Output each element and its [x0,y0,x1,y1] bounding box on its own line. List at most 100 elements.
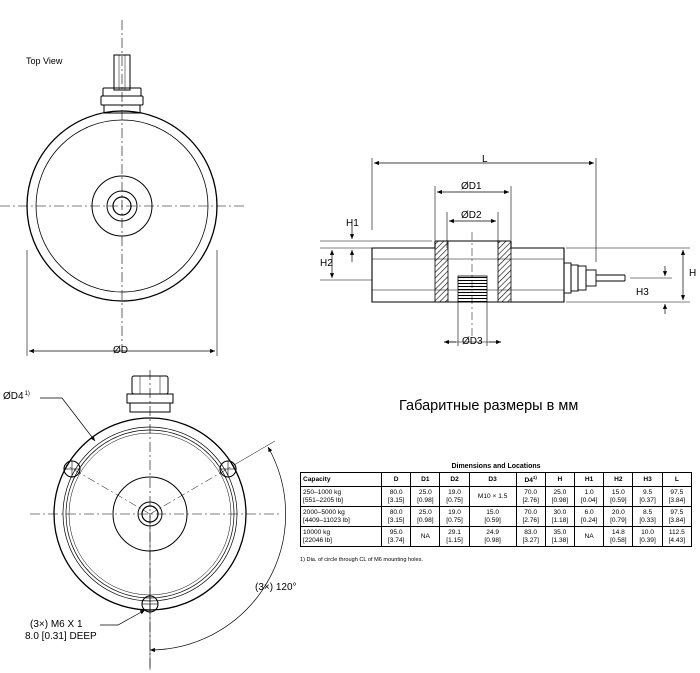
cell-line: [0.98] [484,536,501,544]
cell-line: M10 × 1.5 [477,492,508,500]
cell-line: [22046 lb] [303,536,332,544]
cell-line: [2.76] [522,496,539,504]
cell-line: [551–2205 lb] [303,496,343,504]
cell-d3: M10 × 1.5 [468,486,517,508]
header-d1: D1 [410,471,441,488]
cell-d2: 29.1[1.15] [439,526,470,548]
cell-line: [3.27] [522,536,539,544]
cell-line: [3.15] [387,496,405,504]
cell-line: 20.0 [611,508,625,516]
mounting-hole-left [63,460,81,478]
cell-h1: 6.0[0.24] [574,506,605,528]
od4-text: ØD4 [3,391,24,402]
cell-line: [0.75] [446,516,463,524]
cell-line: 2000–5000 kg [303,508,345,516]
cell-d: 95.0[3.74] [380,526,412,548]
cell-h2: 15.0[0.59] [603,486,634,508]
cell-line: [1.18] [551,516,569,524]
top-view-label: Top View [26,56,63,66]
cell-l: 112.5[4.43] [661,526,693,548]
cell-h: 35.0[1.38] [544,526,576,548]
cell-line: 25.0 [418,508,432,516]
cell-line: 10000 kg [303,528,331,536]
mounting-hole-right [219,460,237,478]
cell-line: [0.39] [639,536,656,544]
cell-line: [0.98] [417,516,434,524]
cell-h1: NA [574,526,605,548]
cell-line: 95.0 [389,528,403,536]
cell-line: [0.75] [446,496,463,504]
cell-line: [4.43] [668,536,686,544]
header-d4: D41) [515,471,546,488]
cell-line: [3.84] [668,516,686,524]
cell-h3: 10.0[0.39] [632,526,663,548]
top-view [0,20,245,356]
cell-line: [0.59] [610,496,627,504]
table-header-row: Capacity D D1 D2 D3 D41) H H1 H2 H3 L [300,471,693,488]
cell-line: [0.33] [639,516,656,524]
cell-d4: 83.0[3.27] [515,526,546,548]
cell-line: [0.24] [580,516,598,524]
cell-line: 35.0 [553,528,567,536]
cell-line: 9.5 [642,488,653,496]
od4-sup: 1) [24,391,30,397]
cell-line: 70.0 [524,488,538,496]
cell-line: 70.0 [524,508,538,516]
cell-d3: 15.0[0.59] [468,506,517,528]
cell-l: 97.5[3.84] [661,506,693,528]
header-d3: D3 [468,471,517,488]
caption: Габаритные размеры в мм [399,398,579,414]
hole-spec-line2: 8.0 [0.31] DEEP [25,631,97,642]
cell-line: [1.38] [551,536,569,544]
cell-h3: 8.5[0.33] [632,506,663,528]
cell-line: 14.8 [611,528,625,536]
header-h: H [544,471,576,488]
cell-line: [3.15] [387,516,405,524]
cell-line: [3.74] [387,536,405,544]
od1-label: ØD1 [461,181,482,192]
cell-d1: NA [410,526,441,548]
hole-spec-line1: (3×) M6 X 1 [30,619,83,630]
cell-d4: 70.0[2.76] [515,486,546,508]
table-title: Dimensions and Locations [451,463,541,470]
header-d: D [380,471,412,488]
cell-line: [0.79] [610,516,627,524]
cell-line: 19.0 [448,508,461,516]
cell-line: 29.1 [448,528,461,536]
cell-d3: 24.9[0.98] [468,526,517,548]
cell-line: [0.58] [610,536,627,544]
cell-capacity: 2000–5000 kg[4409–11023 lb] [300,506,382,528]
angle-label: (3×) 120° [255,582,297,593]
cell-line: 80.0 [389,488,403,496]
cell-line: [0.98] [551,496,569,504]
cell-h2: 14.8[0.58] [603,526,634,548]
cell-h1: 1.0[0.04] [574,486,605,508]
cell-d4: 70.0[2.76] [515,506,546,528]
cell-line: [0.37] [639,496,656,504]
cell-l: 97.5[3.84] [661,486,693,508]
cell-line: 112.5 [668,528,685,536]
l-label: L [482,154,488,165]
h2-label: H2 [320,258,333,269]
bottom-view [30,370,286,670]
cell-line: 24.9 [486,528,500,536]
cell-d1: 25.0[0.98] [410,486,441,508]
cell-line: 6.0 [584,508,594,516]
cable-gland-side [563,262,626,294]
cell-d2: 19.0[0.75] [439,486,470,508]
cell-h2: 20.0[0.79] [603,506,634,528]
h1-label: H1 [346,218,359,229]
cell-h: 30.0[1.18] [544,506,576,528]
od4-label: ØD41) [3,391,30,402]
cell-line: [4409–11023 lb] [303,516,350,524]
cell-d: 80.0[3.15] [380,506,412,528]
cell-line: [2.76] [522,516,539,524]
header-capacity: Capacity [300,471,382,488]
od3-label: ØD3 [462,336,483,347]
cell-line: [1.15] [446,536,463,544]
header-d4-sup: 1) [532,475,537,480]
cell-line: 30.0 [553,508,567,516]
cell-line: 1.0 [584,488,594,496]
od-label: ØD [113,345,128,356]
cell-line: [3.84] [668,496,686,504]
